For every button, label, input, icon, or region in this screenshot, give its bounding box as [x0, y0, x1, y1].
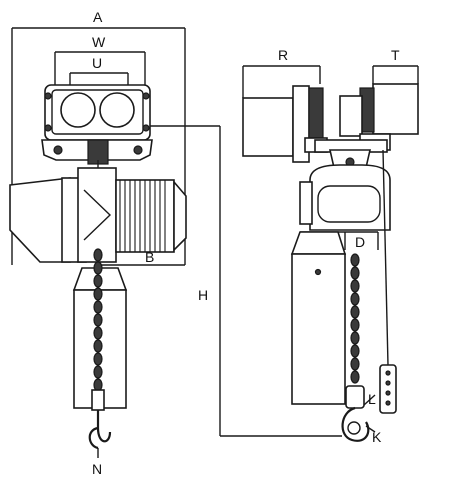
load-chain [93, 248, 103, 392]
side-view: R T [242, 47, 419, 445]
trolley-wheel-left [60, 92, 96, 128]
label-a: A [93, 9, 103, 25]
dimension-h: H [150, 125, 342, 437]
dimension-u: U [69, 55, 129, 88]
label-d: D [355, 234, 365, 250]
label-b: B [145, 249, 154, 265]
dimension-b: B [98, 249, 185, 266]
label-n: N [92, 461, 102, 477]
dimension-r: R [242, 47, 321, 98]
chain-bag-side [290, 231, 347, 405]
dimension-t: T [372, 47, 419, 84]
front-view: A W U [9, 9, 187, 477]
label-r: R [278, 47, 288, 63]
trolley-wheel-right [99, 92, 135, 128]
load-chain-side [350, 253, 360, 384]
hoist-body [9, 167, 187, 263]
trolley-frame [41, 84, 153, 175]
hoist-body-side [299, 164, 391, 231]
hook-side: L K [341, 385, 382, 445]
label-k: K [372, 429, 382, 445]
trolley-motor-left [242, 85, 328, 163]
hook-front: N [88, 389, 112, 477]
label-w: W [92, 34, 106, 50]
label-l: L [368, 391, 376, 407]
control-pendant [379, 149, 397, 414]
label-h: H [198, 287, 208, 303]
label-t: T [391, 47, 400, 63]
dimension-w: W [54, 34, 146, 85]
label-u: U [92, 55, 102, 71]
